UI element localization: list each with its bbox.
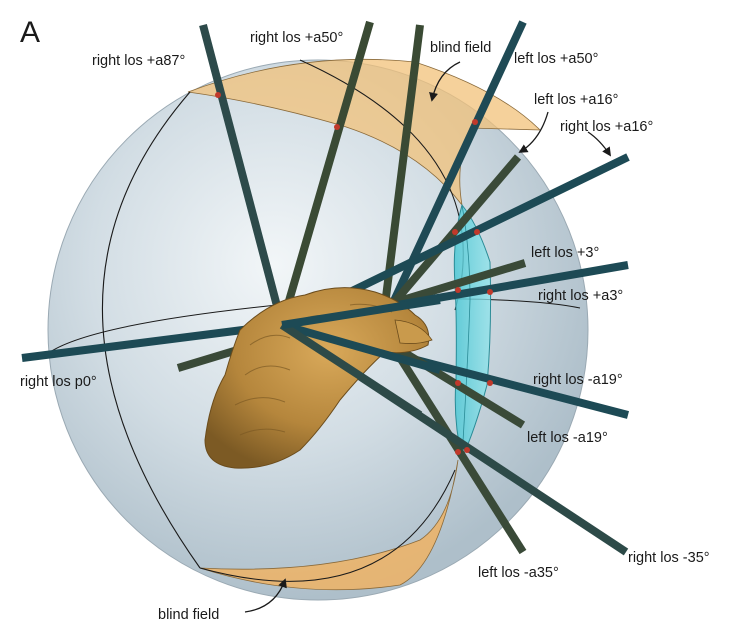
- label-left-los-a16: left los +a16°: [534, 92, 618, 108]
- intersection-dot: [455, 449, 461, 455]
- label-right-los-m35: right los -35°: [628, 550, 710, 566]
- front-rods: [279, 296, 442, 419]
- label-right-los-a50: right los +a50°: [250, 30, 343, 46]
- rod-left-a50-inner: [381, 24, 424, 306]
- intersection-dot: [334, 124, 340, 130]
- arrow-blind-field-top: [429, 61, 461, 102]
- intersection-dot: [464, 447, 470, 453]
- label-right-los-a3: right los +a3°: [538, 288, 623, 304]
- label-left-los-3: left los +3°: [531, 245, 599, 261]
- beak: [394, 319, 433, 344]
- label-right-los-m19: right los -a19°: [533, 372, 623, 388]
- label-right-los-a87: right los +a87°: [92, 53, 185, 69]
- label-blind-field-bottom: blind field: [158, 607, 219, 623]
- meridian-arc: [101, 91, 201, 569]
- label-left-los-m35: left los -a35°: [478, 565, 559, 581]
- meridian-arc: [199, 469, 456, 582]
- rod-right-los-p0: [21, 321, 283, 362]
- rod-right-los-m35-front: [279, 321, 423, 419]
- label-right-los-a16: right los +a16°: [560, 119, 653, 135]
- intersection-dot: [452, 229, 458, 235]
- panel-label: A: [20, 16, 40, 49]
- rod-right-los-m19-front: [280, 321, 442, 374]
- arrow-blind-field-bottom: [244, 578, 287, 613]
- label-right-los-p0: right los p0°: [20, 374, 97, 390]
- intersection-markers: [215, 92, 493, 455]
- intersection-dot: [215, 92, 221, 98]
- label-left-los-m19: left los -a19°: [527, 430, 608, 446]
- label-blind-field-top: blind field: [430, 40, 491, 56]
- rod-left-los-m35: [388, 342, 527, 555]
- blind-field-bottom-region: [199, 459, 459, 591]
- rod-right-los-a3-front: [281, 296, 441, 329]
- intersection-dot: [455, 380, 461, 386]
- label-left-los-a50: left los +a50°: [514, 51, 598, 67]
- rod-right-los-a50: [278, 20, 374, 327]
- arrow-right-los-a16: [587, 131, 612, 157]
- head-texture: [234, 303, 393, 436]
- intersection-dot: [487, 289, 493, 295]
- intersection-dot: [474, 229, 480, 235]
- intersection-dot: [455, 287, 461, 293]
- intersection-dot: [472, 119, 478, 125]
- rod-right-los-a87: [199, 23, 286, 327]
- arrow-left-los-a16: [518, 111, 549, 153]
- intersection-dot: [487, 380, 493, 386]
